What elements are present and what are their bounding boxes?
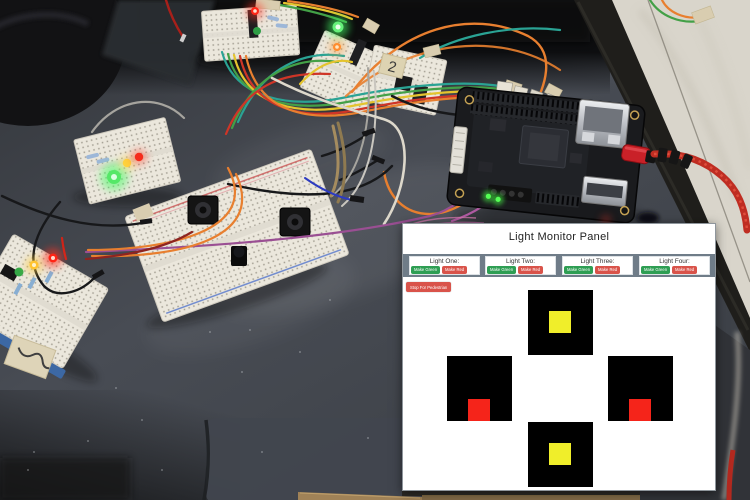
pin-header-row <box>471 91 588 115</box>
masking-tape <box>132 203 154 222</box>
light-section-three: Light Three: Make Green Make Red <box>562 256 633 275</box>
lit-square <box>549 311 571 333</box>
led-green-unlit-top <box>253 27 261 35</box>
led-green-left <box>100 163 128 191</box>
masking-tape-scribble <box>3 334 57 380</box>
black-clip <box>0 263 20 282</box>
light-section-four: Light Four: Make Green Make Red <box>639 256 710 275</box>
pin-header-row <box>535 191 580 208</box>
resistors-bottom-left <box>13 270 54 296</box>
led-yellow-bottom <box>25 256 43 274</box>
stop-for-pedestrian-button[interactable]: Stop For Pedestrian <box>406 282 452 292</box>
make-red-button-four[interactable]: Make Red <box>672 266 698 274</box>
push-button-one <box>187 195 219 225</box>
make-green-button-four[interactable]: Make Green <box>641 266 671 274</box>
light-section-one: Light One: Make Green Make Red <box>409 256 480 275</box>
lit-square <box>549 443 571 465</box>
push-button-two <box>279 207 311 237</box>
light-three-label: Light Three: <box>580 258 615 265</box>
resistor <box>275 23 288 29</box>
wire-streaks-near-panel <box>402 212 659 232</box>
pin-header-row <box>469 104 587 126</box>
led-green-unlit-bottom <box>14 267 24 277</box>
make-green-button-two[interactable]: Make Green <box>487 266 517 274</box>
light-display-top <box>528 290 593 355</box>
led-green-two <box>327 16 349 38</box>
status-leds-green <box>482 190 505 206</box>
led-red-left <box>131 149 147 165</box>
led-red-bottom <box>43 248 63 268</box>
usb-cable-bottom <box>726 449 736 500</box>
pin-header <box>348 38 367 67</box>
desk-dark-corner2 <box>0 458 130 500</box>
light-section-two: Light Two: Make Green Make Red <box>485 256 556 275</box>
desk-edge-under-panel <box>402 491 718 496</box>
usb-cable-red <box>621 144 750 234</box>
lit-square <box>468 399 490 421</box>
tile-seam-line <box>647 0 750 283</box>
desk-edge-highlight <box>576 1 750 331</box>
resistor <box>86 152 99 160</box>
light-display-bottom <box>528 422 593 487</box>
tape-label-text: 2 <box>386 58 398 77</box>
traffic-light-displays <box>403 224 715 490</box>
make-green-button-three[interactable]: Make Green <box>564 266 594 274</box>
ribbon-connector <box>449 126 468 174</box>
desk-seam <box>202 419 210 500</box>
light-four-label: Light Four: <box>659 258 690 265</box>
usb-port <box>580 175 629 207</box>
jumper-connector-tips <box>91 33 386 280</box>
page-title: Light Monitor Panel <box>508 231 610 243</box>
make-green-button-one[interactable]: Make Green <box>411 266 441 274</box>
floor-wood-strip2 <box>422 495 718 500</box>
make-red-button-three[interactable]: Make Red <box>595 266 621 274</box>
resistor <box>96 157 110 164</box>
led-red-top <box>246 2 264 20</box>
mounting-holes <box>454 95 640 216</box>
ethernet-port <box>575 99 630 149</box>
light-control-bar: Light One: Make Green Make Red Light Two… <box>403 254 715 277</box>
resistor <box>267 15 279 22</box>
desk-slab-right <box>206 418 422 500</box>
light-one-label: Light One: <box>429 258 460 265</box>
led-yellow-left <box>119 155 135 171</box>
table-side-streak <box>721 331 741 500</box>
light-display-right <box>608 356 673 421</box>
lit-square <box>629 399 651 421</box>
led-orange-two <box>329 39 345 55</box>
tape-label: 2 <box>377 52 408 80</box>
light-monitor-panel: Light Monitor Panel Light One: Make Gree… <box>402 223 716 491</box>
wood-highlight <box>299 492 421 499</box>
make-red-button-one[interactable]: Make Red <box>442 266 468 274</box>
make-red-button-two[interactable]: Make Red <box>518 266 544 274</box>
speaker <box>0 0 215 126</box>
ir-receiver <box>231 246 247 266</box>
light-two-label: Light Two: <box>505 258 535 265</box>
light-display-left <box>447 356 512 421</box>
microcontroller-board <box>446 86 646 224</box>
